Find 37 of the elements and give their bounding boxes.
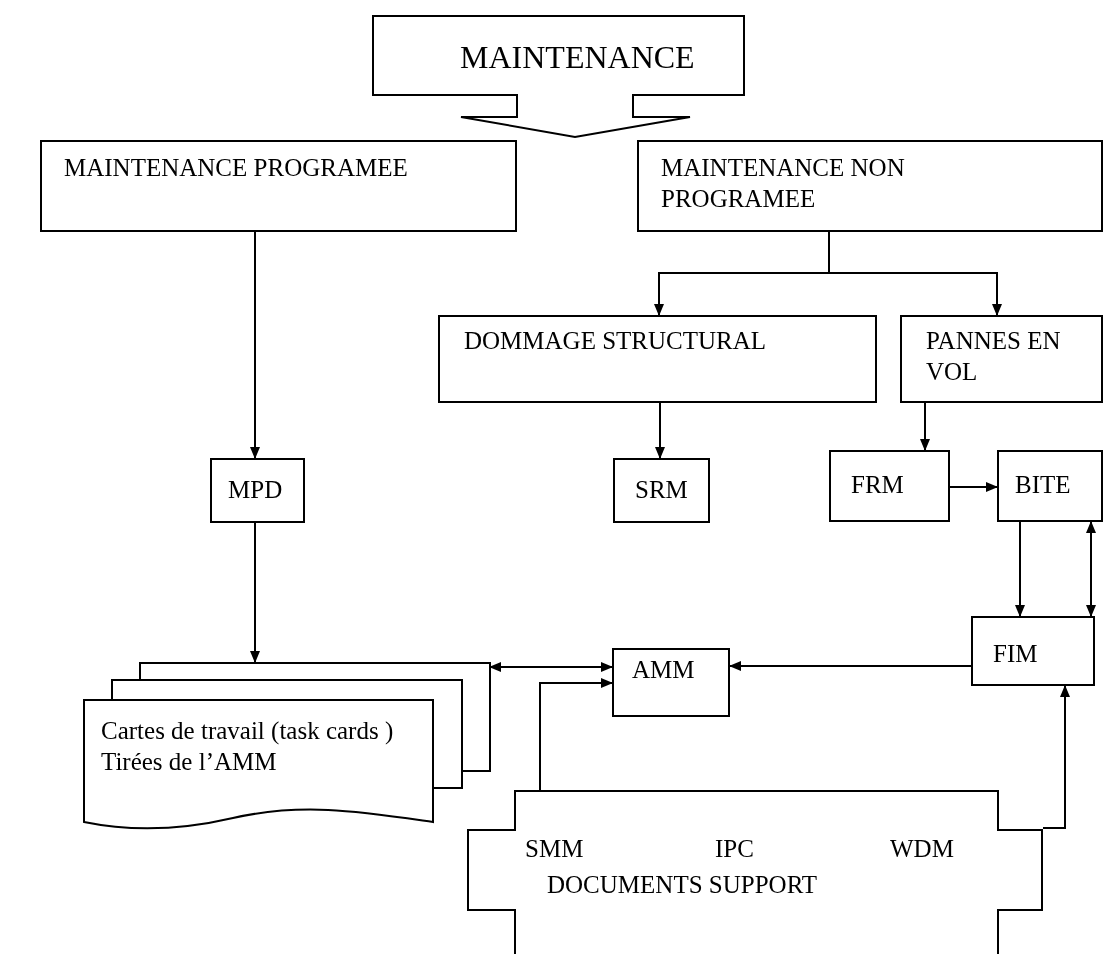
- node-label: DOMMAGE STRUCTURAL: [464, 326, 767, 356]
- arrow: [250, 231, 260, 459]
- node-label: FIM: [993, 639, 1038, 669]
- node-label: MAINTENANCE PROGRAMEE: [64, 153, 408, 183]
- node-label: MAINTENANCE: [460, 38, 695, 77]
- process-box: [829, 450, 950, 522]
- process-box: [612, 648, 730, 717]
- process-box: [40, 140, 517, 232]
- arrow: [1086, 521, 1096, 617]
- arrow: [1015, 521, 1025, 617]
- node-label: MPD: [228, 475, 283, 505]
- node-label: MAINTENANCE NON PROGRAMEE: [661, 153, 906, 215]
- node-label: IPC: [715, 834, 754, 864]
- process-box: [210, 458, 305, 523]
- process-box: [637, 140, 1103, 232]
- node-label: AMM: [632, 655, 695, 685]
- process-box: [900, 315, 1103, 403]
- arrow: [489, 662, 613, 672]
- node-label: SMM: [525, 834, 584, 864]
- node-label: BITE: [1015, 470, 1071, 500]
- node-label: FRM: [851, 470, 904, 500]
- arrow: [920, 402, 930, 451]
- arrow: [729, 661, 972, 671]
- node-label: SRM: [635, 475, 688, 505]
- node-label: DOCUMENTS SUPPORT: [547, 870, 818, 900]
- node-label: PANNES EN VOL: [926, 326, 1062, 388]
- arrow: [250, 522, 260, 663]
- process-box: [438, 315, 877, 403]
- node-label: WDM: [890, 834, 954, 864]
- arrow: [1042, 685, 1070, 829]
- arrow: [949, 482, 998, 492]
- process-box: [971, 616, 1095, 686]
- process-box: [997, 450, 1103, 522]
- process-box: [613, 458, 710, 523]
- node-label: Cartes de travail (task cards ) Tirées de l’AMM: [101, 716, 395, 778]
- arrow: [655, 402, 665, 459]
- arrow: [539, 678, 613, 791]
